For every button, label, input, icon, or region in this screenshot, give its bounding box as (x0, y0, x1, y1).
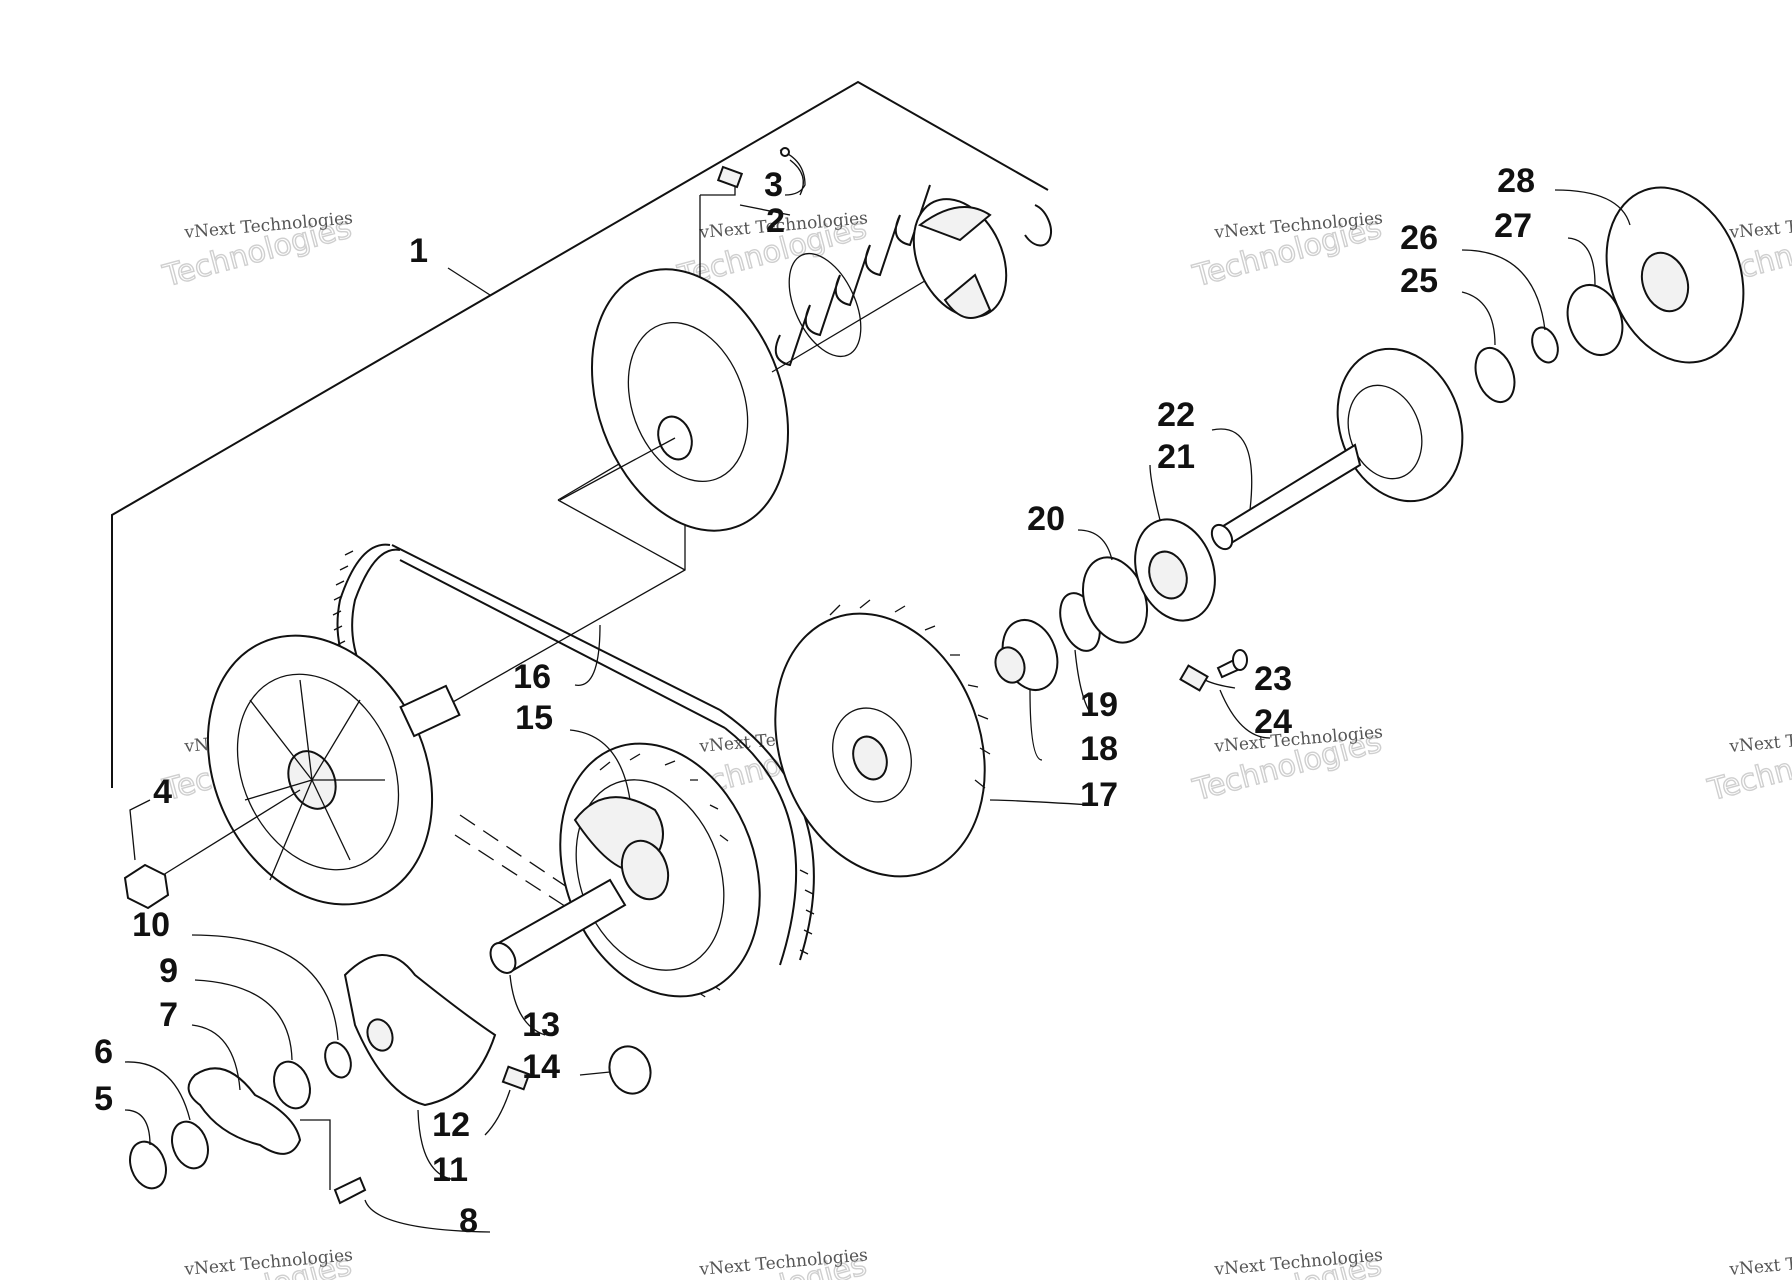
callout-26: 26 (1400, 219, 1438, 257)
callout-1: 1 (409, 232, 428, 270)
callout-21: 21 (1157, 438, 1195, 476)
callout-2: 2 (766, 202, 785, 240)
callout-4: 4 (153, 773, 172, 811)
spider-cam (912, 198, 1008, 319)
watermark-text: vNext Technologies (1728, 1245, 1792, 1280)
callout-18: 18 (1080, 730, 1118, 768)
drive-pulley (774, 599, 991, 878)
leader-lines (124, 159, 1631, 1233)
callout-16: 16 (513, 658, 551, 696)
callout-19: 19 (1080, 686, 1118, 724)
callout-11: 11 (432, 1151, 468, 1189)
callout-8: 8 (459, 1202, 478, 1240)
callout-20: 20 (1027, 500, 1065, 538)
bolt-and-plate (1179, 649, 1248, 692)
movable-sheave (559, 268, 790, 532)
callout-24: 24 (1254, 703, 1292, 741)
bearing (1134, 518, 1216, 622)
watermark-text: vNext Technologies (1728, 722, 1792, 757)
callout-14: 14 (522, 1048, 560, 1086)
callout-13: 13 (522, 1006, 560, 1044)
callout-5: 5 (94, 1080, 113, 1118)
shaft (489, 878, 627, 974)
callout-9: 9 (159, 952, 178, 990)
bushing-and-rings (994, 556, 1148, 691)
callout-25: 25 (1400, 262, 1438, 300)
callout-3: 3 (764, 166, 783, 204)
clutch-housing (1210, 347, 1464, 551)
callout-15: 15 (515, 699, 553, 737)
callout-7: 7 (159, 996, 178, 1034)
callout-labels: 1234567891011121314151617181920212223242… (94, 162, 1535, 1240)
driven-clutch (154, 634, 461, 906)
callout-6: 6 (94, 1033, 113, 1071)
callout-23: 23 (1254, 660, 1292, 698)
callout-27: 27 (1494, 207, 1532, 245)
watermark-text: vNext Technologies (1728, 208, 1792, 243)
upper-right-parts (1474, 186, 1745, 404)
callout-22: 22 (1157, 396, 1195, 434)
callout-17: 17 (1080, 776, 1118, 814)
callout-10: 10 (132, 906, 170, 944)
clip-and-screw (716, 147, 806, 196)
lower-left-parts (123, 863, 652, 1205)
callout-28: 28 (1497, 162, 1535, 200)
snap-ring (1024, 204, 1052, 247)
callout-12: 12 (432, 1106, 470, 1144)
